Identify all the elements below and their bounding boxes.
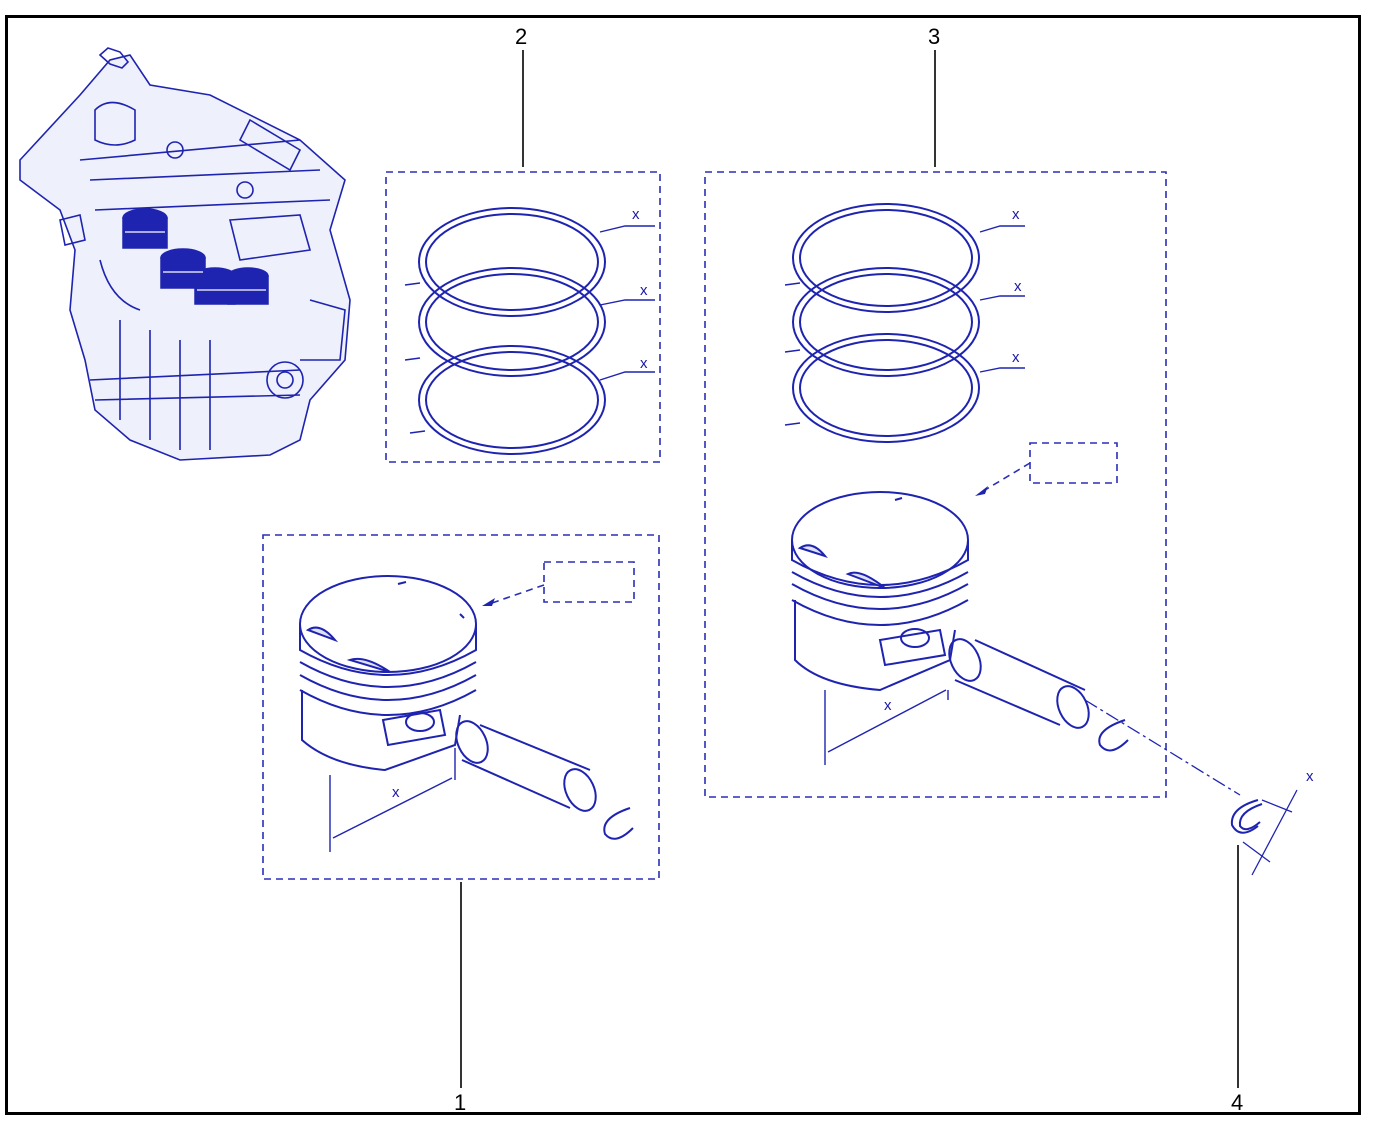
dimension-label: x <box>1012 349 1020 366</box>
piston <box>299 575 477 772</box>
callout-number-4: 4 <box>1231 1090 1243 1115</box>
part-2-ring-set: x x x <box>385 171 661 463</box>
ring-leaders <box>784 225 1025 426</box>
callout-leaders <box>460 50 1239 1088</box>
drawing-frame <box>5 15 1361 1115</box>
part-1-dashed-box <box>262 534 660 880</box>
arrowhead <box>482 598 495 606</box>
marking-box <box>543 561 635 603</box>
ring-stack <box>792 203 980 443</box>
piston <box>791 491 969 692</box>
callout-number-1: 1 <box>454 1090 466 1115</box>
marking-leader <box>491 584 545 604</box>
marking-leader <box>984 462 1031 491</box>
ring-leaders <box>404 225 655 434</box>
assembly-axis <box>1084 699 1241 796</box>
dimension-label: x <box>632 206 640 223</box>
part-3-dashed-box <box>704 171 1167 798</box>
piston-pin <box>455 720 597 812</box>
marking-box <box>1029 442 1118 484</box>
dimension-label: x <box>640 355 648 372</box>
part-3-piston-kit: x x x x <box>704 171 1241 798</box>
callout-number-3: 3 <box>928 24 940 49</box>
dimension-label: x <box>1012 206 1020 223</box>
dimension-label: x <box>1014 278 1022 295</box>
dimension-label: x <box>884 697 892 714</box>
dimension-label: x <box>1306 768 1314 785</box>
dimension-label: x <box>640 282 648 299</box>
dimension-label: x <box>392 784 400 801</box>
piston-pin <box>948 638 1090 729</box>
piston-dimension <box>824 689 949 765</box>
circlip <box>1230 799 1263 834</box>
part-2-dashed-box <box>385 171 661 463</box>
callout-number-2: 2 <box>515 24 527 49</box>
piston-dimension <box>329 748 456 852</box>
ring-stack <box>418 207 606 455</box>
part-1-piston-assembly: x <box>262 534 660 880</box>
arrowhead <box>975 486 988 496</box>
highlighted-pistons <box>122 208 269 305</box>
circlip-dimension <box>1242 789 1298 876</box>
circlip <box>603 807 634 840</box>
circlip <box>1098 719 1129 752</box>
part-4-circlip: x <box>1230 768 1314 876</box>
